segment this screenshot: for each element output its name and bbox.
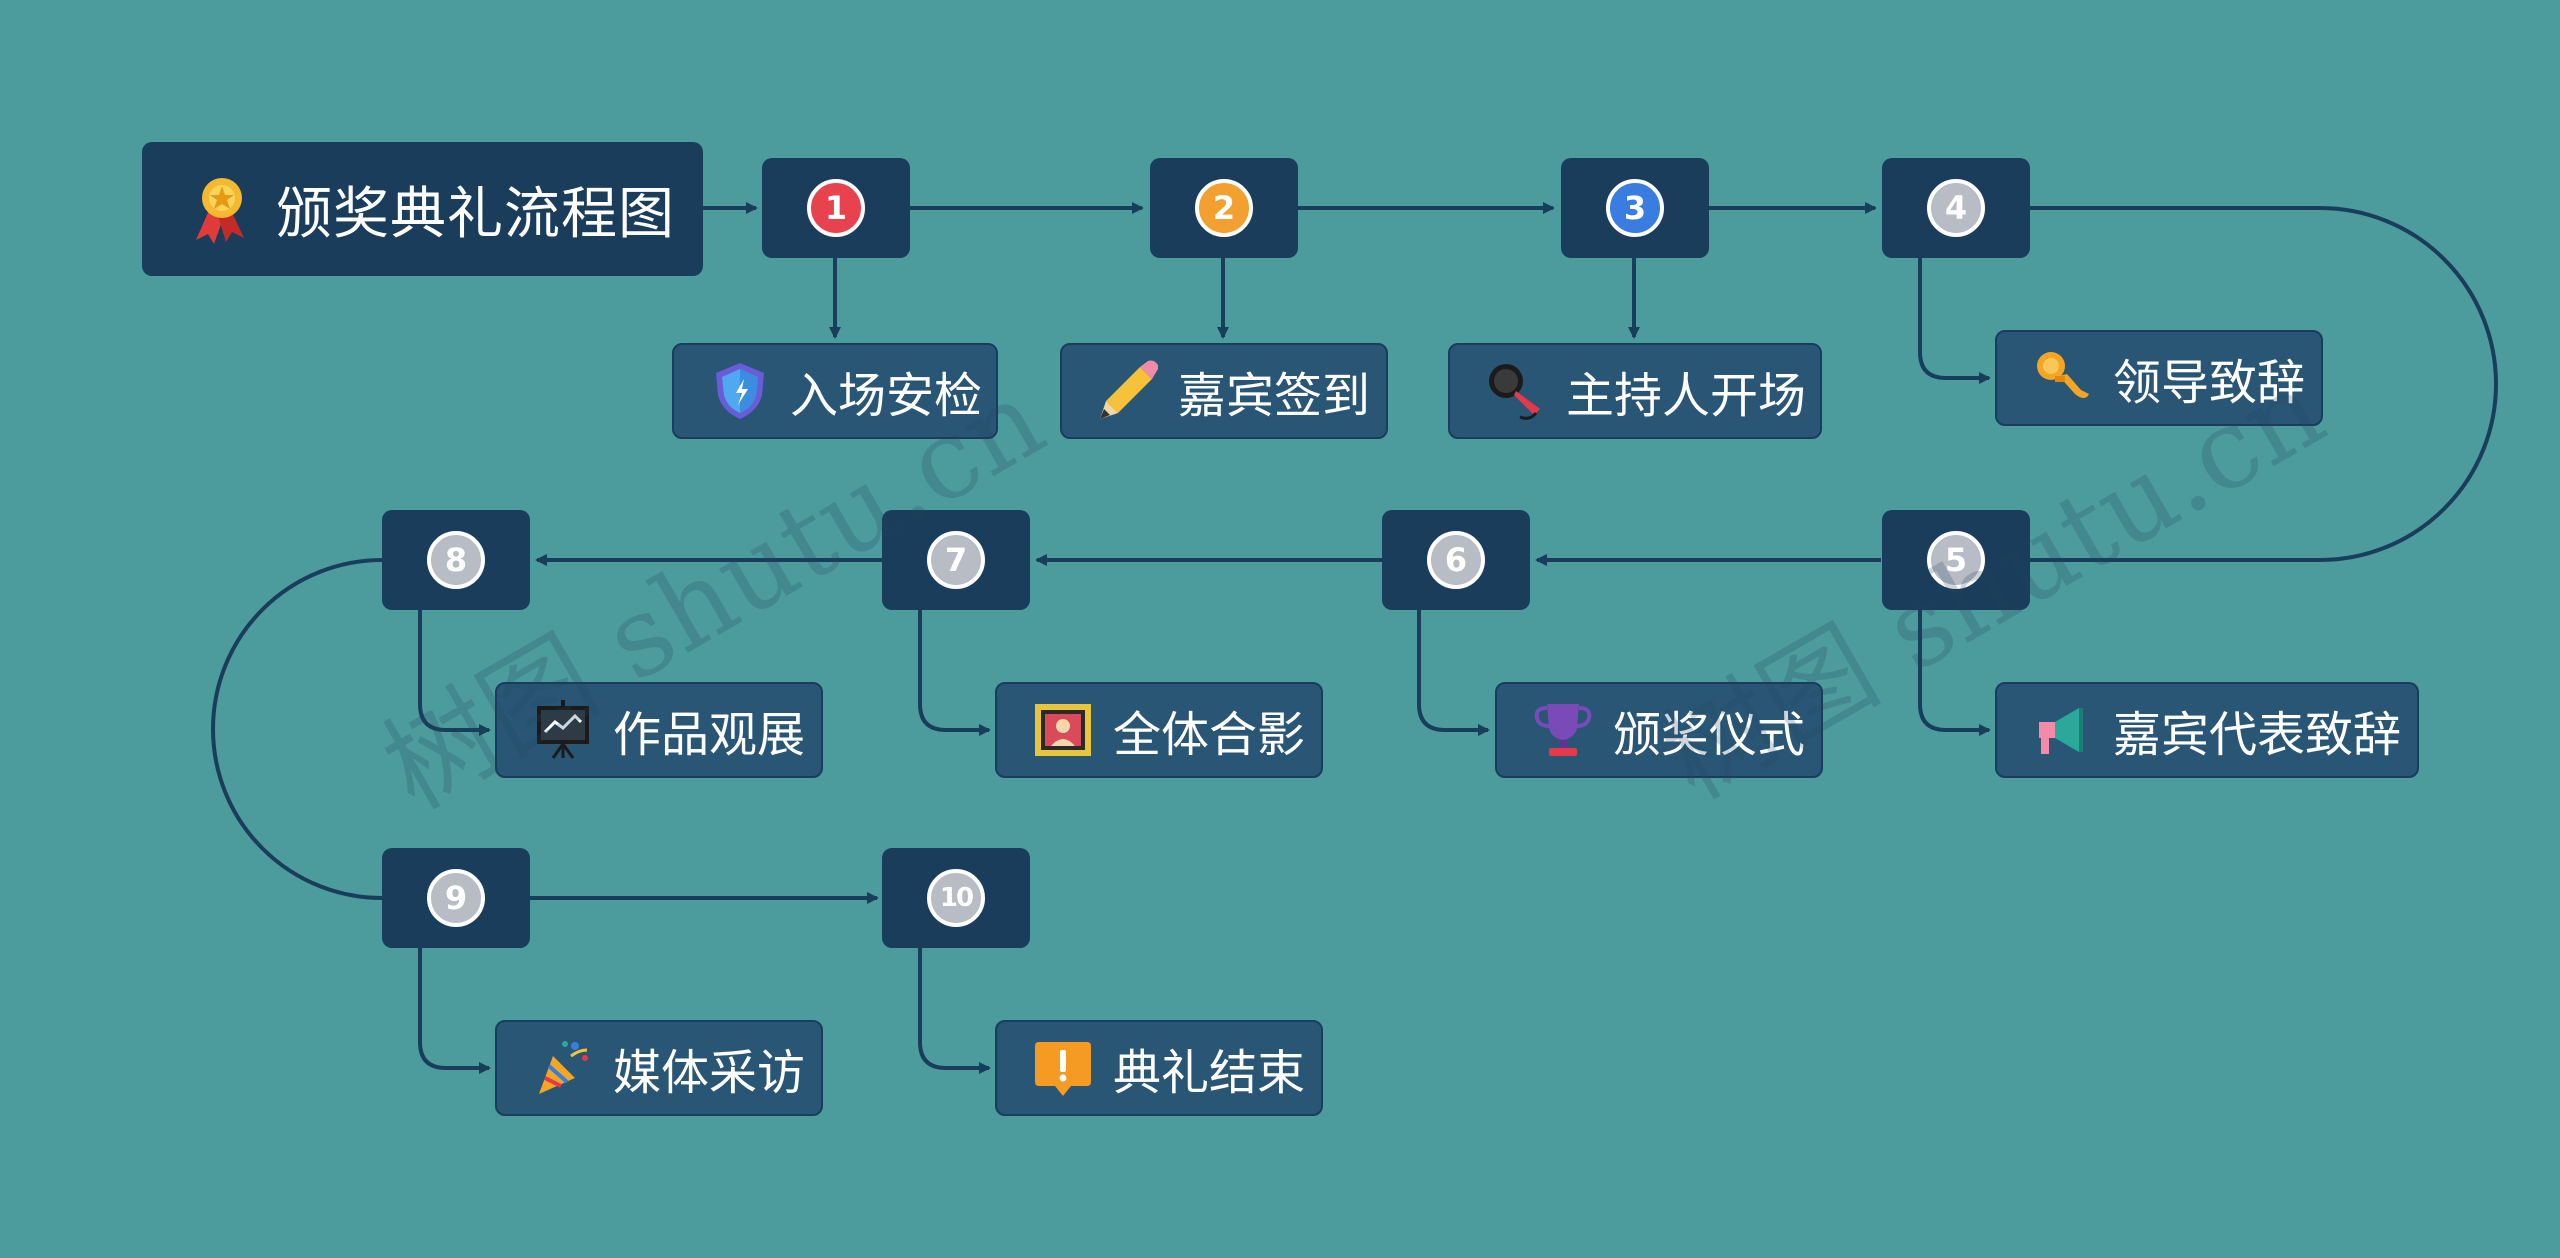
step-badge-2: 2: [1195, 179, 1253, 237]
shield-icon: [716, 363, 764, 419]
step-node-7[interactable]: 7: [882, 510, 1030, 610]
leaf-label-1: 入场安检: [790, 368, 983, 424]
edge-step9-to-leaf9: [418, 948, 491, 1074]
award-ribbon-icon: [196, 178, 244, 244]
edge-step8-to-leaf8: [418, 610, 491, 736]
edge-step6-to-leaf6: [1417, 610, 1490, 736]
leaf-label-7: 全体合影: [1113, 707, 1306, 763]
presentation-board-icon: [537, 700, 589, 759]
leaf-label-6: 颁奖仪式: [1613, 707, 1806, 763]
step-badge-10: 10: [927, 869, 985, 927]
edge-step7-to-leaf7: [918, 610, 991, 736]
leaf-label-8: 作品观展: [613, 707, 806, 763]
trophy-icon: [1534, 704, 1592, 756]
step-badge-6: 6: [1427, 531, 1485, 589]
leaf-node-8[interactable]: 作品观展: [495, 682, 823, 778]
edge-step4-to-leaf4: [1918, 258, 1991, 384]
step-node-9[interactable]: 9: [382, 848, 530, 948]
trumpet-icon: [2037, 352, 2089, 398]
leaf-label-9: 媒体采访: [613, 1045, 806, 1101]
leaf-label-4: 领导致辞: [2113, 355, 2306, 411]
step-badge-3: 3: [1606, 179, 1664, 237]
step-node-2[interactable]: 2: [1150, 158, 1298, 258]
edge-step5-to-leaf5: [1918, 610, 1991, 736]
step-node-6[interactable]: 6: [1382, 510, 1530, 610]
leaf-node-4[interactable]: 领导致辞: [1995, 330, 2323, 426]
leaf-label-2: 嘉宾签到: [1178, 368, 1371, 424]
step-badge-5: 5: [1927, 531, 1985, 589]
framed-picture-icon: [1035, 704, 1091, 756]
step-badge-9: 9: [427, 869, 485, 927]
leaf-node-5[interactable]: 嘉宾代表致辞: [1995, 682, 2419, 778]
step-node-10[interactable]: 10: [882, 848, 1030, 948]
step-badge-4: 4: [1927, 179, 1985, 237]
pencil-icon: [1100, 360, 1158, 419]
leaf-node-2[interactable]: 嘉宾签到: [1060, 343, 1388, 439]
step-node-4[interactable]: 4: [1882, 158, 2030, 258]
step-badge-7: 7: [927, 531, 985, 589]
leaf-node-7[interactable]: 全体合影: [995, 682, 1323, 778]
exclamation-icon: [1035, 1042, 1091, 1096]
step-node-8[interactable]: 8: [382, 510, 530, 610]
megaphone-icon: [2039, 708, 2083, 754]
edge-step10-to-leaf10: [918, 948, 991, 1074]
leaf-node-10[interactable]: 典礼结束: [995, 1020, 1323, 1116]
step-badge-1: 1: [807, 179, 865, 237]
leaf-label-3: 主持人开场: [1566, 368, 1807, 424]
edge-step4-to-step5: [2030, 206, 2498, 562]
leaf-node-6[interactable]: 颁奖仪式: [1495, 682, 1823, 778]
step-node-3[interactable]: 3: [1561, 158, 1709, 258]
edge-step8-to-step9: [211, 558, 383, 900]
party-popper-icon: [539, 1041, 588, 1094]
leaf-node-9[interactable]: 媒体采访: [495, 1020, 823, 1116]
step-node-1[interactable]: 1: [762, 158, 910, 258]
leaf-node-3[interactable]: 主持人开场: [1448, 343, 1822, 439]
leaf-node-1[interactable]: 入场安检: [672, 343, 998, 439]
leaf-label-10: 典礼结束: [1113, 1045, 1306, 1101]
page-title: 颁奖典礼流程图: [276, 181, 675, 247]
step-badge-8: 8: [427, 531, 485, 589]
title-node[interactable]: 颁奖典礼流程图: [142, 142, 703, 276]
leaf-label-5: 嘉宾代表致辞: [2113, 707, 2402, 763]
microphone-icon: [1489, 364, 1540, 420]
step-node-5[interactable]: 5: [1882, 510, 2030, 610]
